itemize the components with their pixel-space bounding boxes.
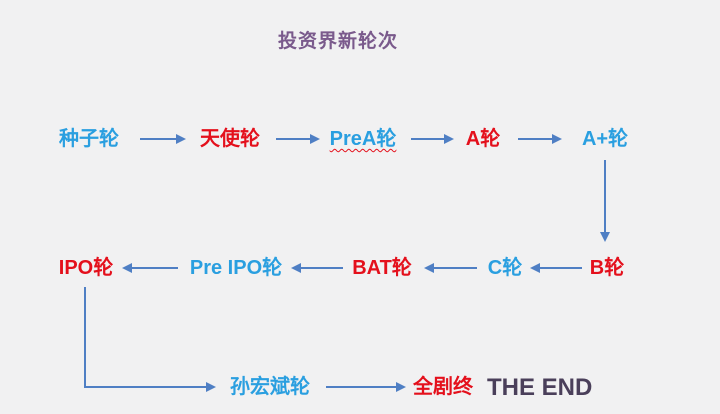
node-a-plus-round: A+轮 [581,128,629,150]
node-angel-round: 天使轮 [200,128,260,150]
node-pre-a-label: PreA轮 [329,128,397,150]
node-bat-round: BAT轮 [352,257,412,279]
diagram-title: 投资界新轮次 [278,31,399,52]
node-ipo-round: IPO轮 [58,257,114,279]
node-seed-round: 种子轮 [59,128,119,150]
the-end-label: THE END [487,374,593,401]
node-pre-ipo-round: Pre IPO轮 [189,257,283,279]
arrow-ipo-to-sun [84,287,216,392]
node-c-round: C轮 [487,257,523,279]
node-sun-hongbin-round: 孙宏斌轮 [230,376,310,398]
node-b-round: B轮 [589,257,625,279]
node-the-end-cn: 全剧终 [413,376,473,398]
node-a-round: A轮 [465,128,501,150]
node-pre-a-round: PreA轮 [330,127,397,151]
